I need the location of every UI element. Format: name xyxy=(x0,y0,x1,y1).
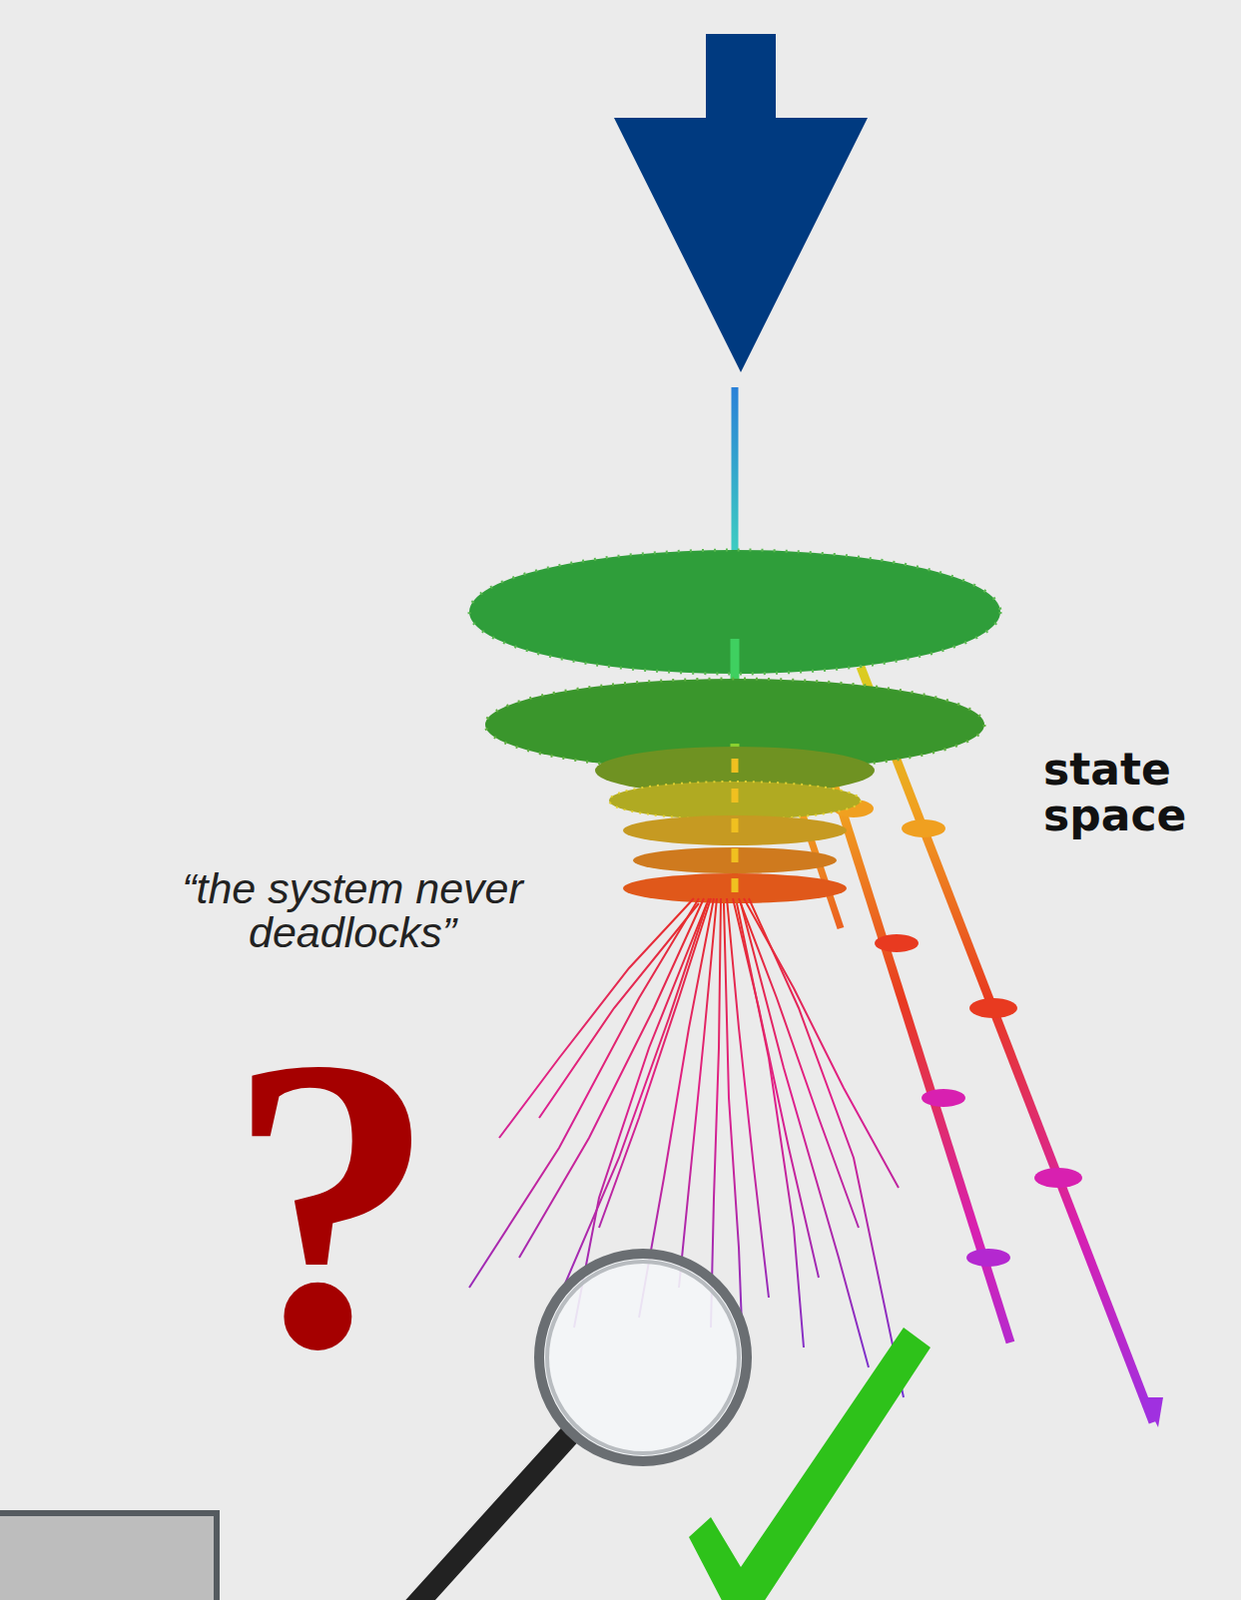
ray xyxy=(710,898,721,1328)
ray xyxy=(599,898,711,1229)
chain-node xyxy=(921,1089,966,1108)
question-mark: ? xyxy=(221,994,442,1414)
ray xyxy=(469,898,699,1288)
quote-label: “the system never deadlocks” xyxy=(157,866,548,955)
ray xyxy=(738,898,859,1229)
ray xyxy=(743,898,899,1189)
chain-node xyxy=(1034,1168,1083,1189)
annotation-label: state space xyxy=(1043,746,1234,839)
level-stem xyxy=(731,758,739,899)
chain-node xyxy=(874,934,919,953)
ray xyxy=(740,903,869,1368)
glass-lens xyxy=(539,1253,747,1462)
state-levels xyxy=(469,550,1001,904)
glass-handle xyxy=(403,1433,572,1600)
chain-node xyxy=(901,819,946,838)
chain-node xyxy=(966,1248,1011,1267)
check-mark xyxy=(688,1327,931,1600)
tree-stem xyxy=(731,387,739,560)
chain-node xyxy=(969,998,1018,1019)
ray xyxy=(748,898,904,1398)
ray xyxy=(736,903,804,1348)
chain-head xyxy=(1143,1397,1164,1428)
down-arrow xyxy=(614,33,868,373)
ray xyxy=(499,898,694,1139)
ray xyxy=(559,898,709,1298)
ray xyxy=(519,898,704,1258)
gray-box xyxy=(0,1513,217,1600)
glass-rim xyxy=(547,1261,739,1454)
ray xyxy=(539,903,699,1119)
